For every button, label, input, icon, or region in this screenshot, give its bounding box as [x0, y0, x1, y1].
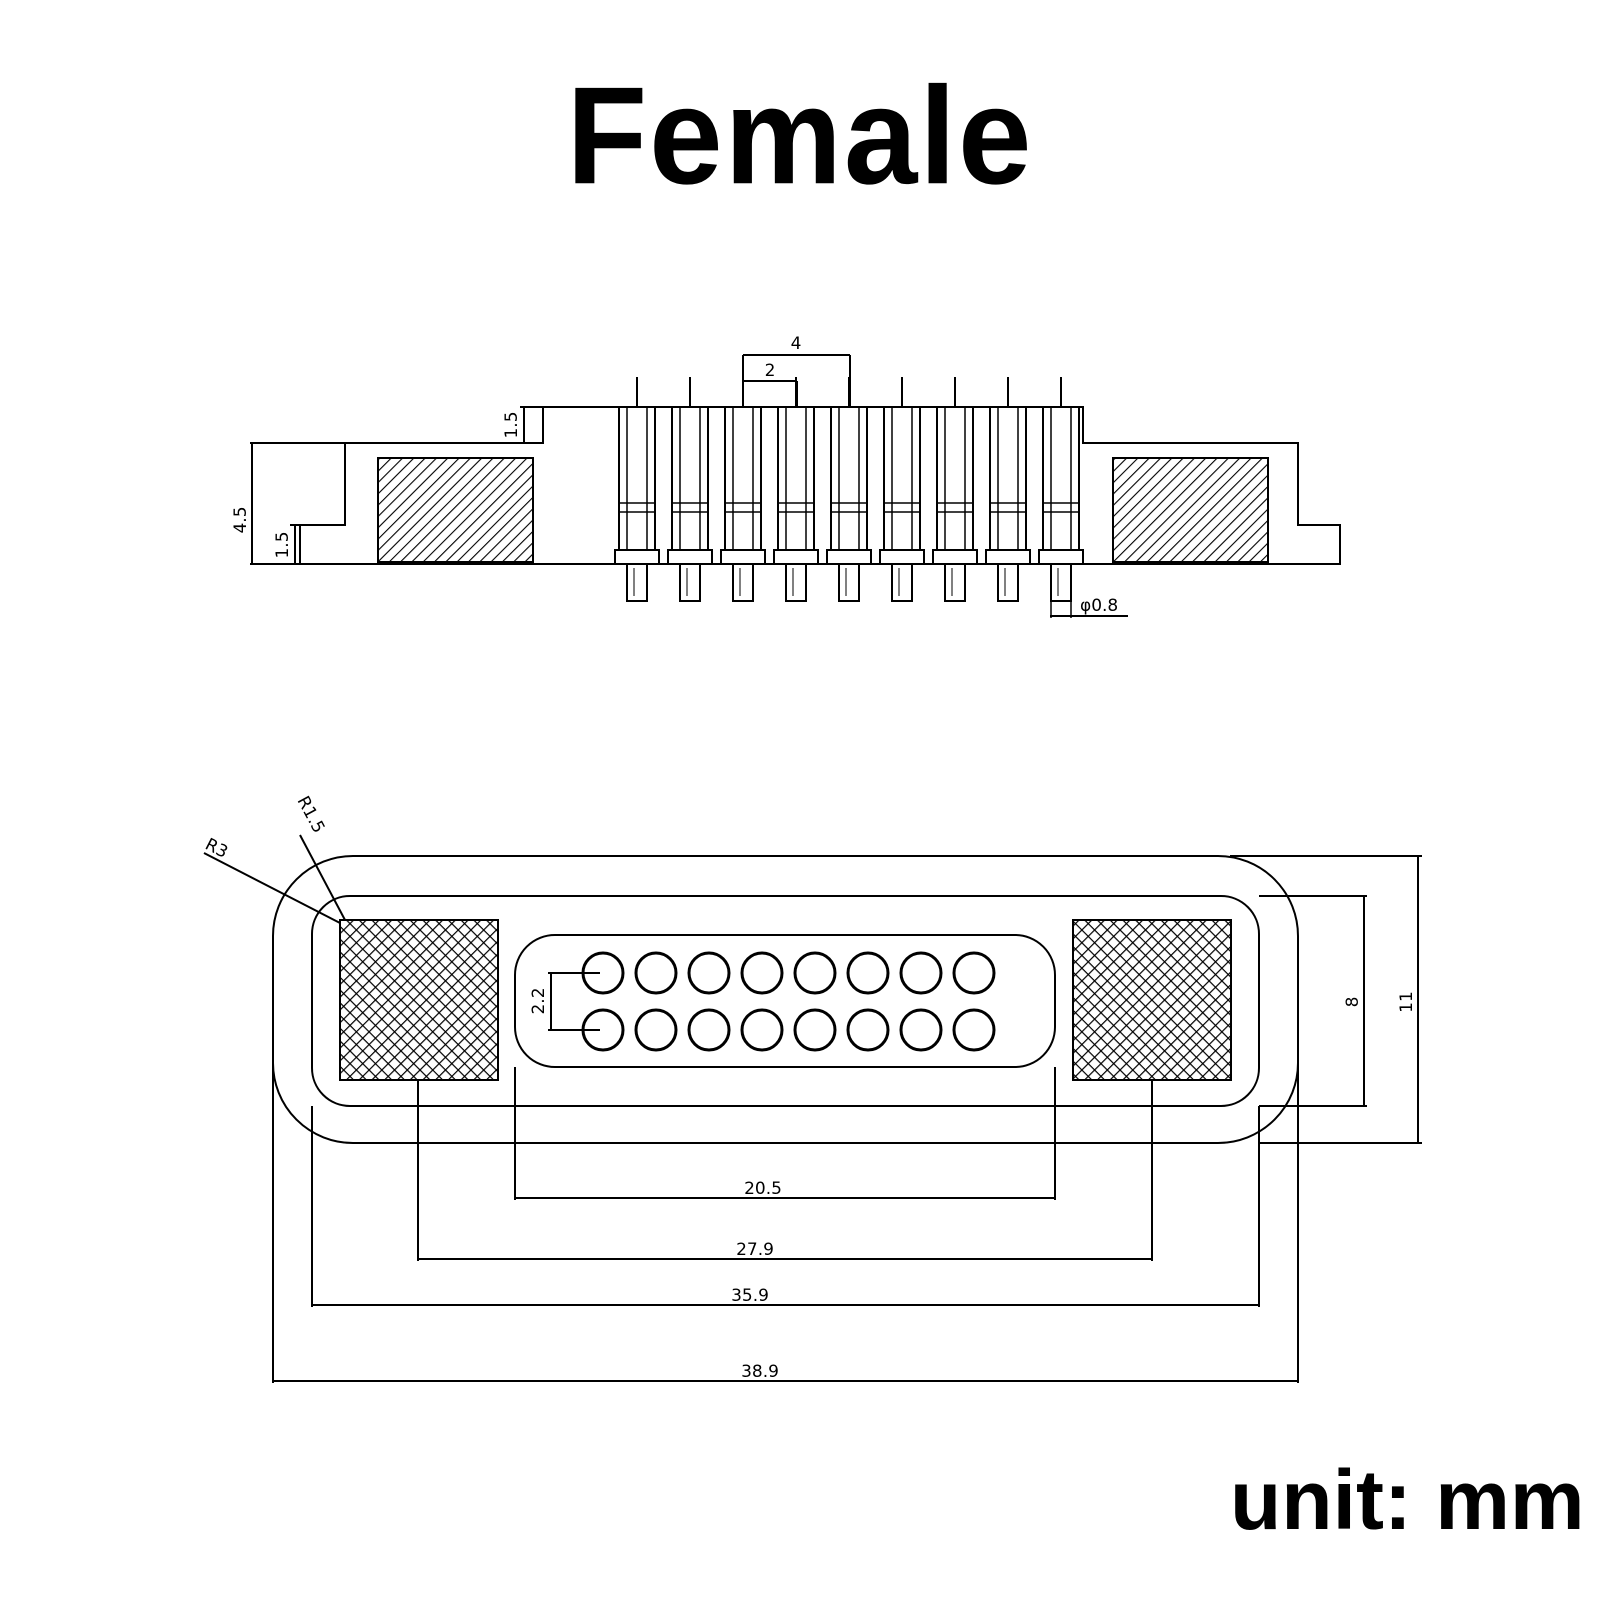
side-pin: [667, 377, 713, 602]
front-magnet-right: [1072, 919, 1232, 1081]
contact-hole: [793, 1008, 837, 1052]
side-magnet-right: [1112, 457, 1269, 563]
side-body-outline: [299, 406, 1341, 565]
label-inner-radius: R1.5: [293, 793, 329, 837]
front-view: [203, 834, 1422, 1383]
side-pins: [614, 377, 1084, 618]
label-total-height: 4.5: [231, 506, 251, 533]
label-dim-27-9: 27.9: [736, 1240, 774, 1260]
contact-hole: [687, 951, 731, 995]
contact-hole: [952, 951, 996, 995]
contact-hole: [899, 1008, 943, 1052]
side-pin: [614, 377, 660, 602]
side-view-labels: 4.5 1.5 1.5 4 2 φ0.8: [231, 334, 1118, 616]
contact-hole: [634, 951, 678, 995]
side-pin: [773, 377, 819, 602]
label-dim-38-9: 38.9: [741, 1362, 779, 1382]
label-outer-radius: R3: [202, 835, 231, 863]
label-top-step: 1.5: [502, 411, 522, 438]
label-outer-height: 11: [1397, 991, 1417, 1013]
side-magnet-left: [377, 457, 534, 563]
contact-hole: [952, 1008, 996, 1052]
front-contacts: [581, 951, 996, 1052]
page-title: Female: [566, 58, 1034, 213]
label-base-step: 1.5: [273, 531, 293, 558]
contact-hole: [740, 1008, 784, 1052]
leader-outer-radius: [203, 852, 341, 924]
side-pin: [932, 377, 978, 602]
contact-hole: [846, 1008, 890, 1052]
contact-hole: [793, 951, 837, 995]
contact-hole: [740, 951, 784, 995]
label-pin-pitch: 2: [765, 361, 776, 381]
side-pin: [985, 377, 1031, 602]
label-pin-diameter: φ0.8: [1080, 596, 1118, 616]
label-dim-20-5: 20.5: [744, 1179, 782, 1199]
front-contact-window: [514, 934, 1056, 1068]
contact-hole: [634, 1008, 678, 1052]
side-pin: [720, 377, 766, 602]
side-pin: [826, 377, 872, 602]
leader-inner-radius: [299, 834, 346, 921]
side-pin: [879, 377, 925, 602]
contact-hole: [687, 1008, 731, 1052]
label-pin-span: 4: [791, 334, 802, 354]
side-view: [250, 354, 1341, 618]
unit-label: unit: mm: [1230, 1453, 1585, 1547]
contact-hole: [846, 951, 890, 995]
label-dim-35-9: 35.9: [731, 1286, 769, 1306]
side-pin: [1038, 377, 1084, 602]
front-inner-face: [311, 895, 1260, 1107]
contact-hole: [899, 951, 943, 995]
label-row-pitch: 2.2: [529, 987, 549, 1014]
label-inner-height: 8: [1343, 997, 1363, 1008]
front-view-labels: R3 R1.5 2.2 8 11 20.5 27.9 35.9 38.9: [202, 793, 1417, 1382]
front-outer-body: [272, 855, 1299, 1144]
front-magnet-left: [339, 919, 499, 1081]
